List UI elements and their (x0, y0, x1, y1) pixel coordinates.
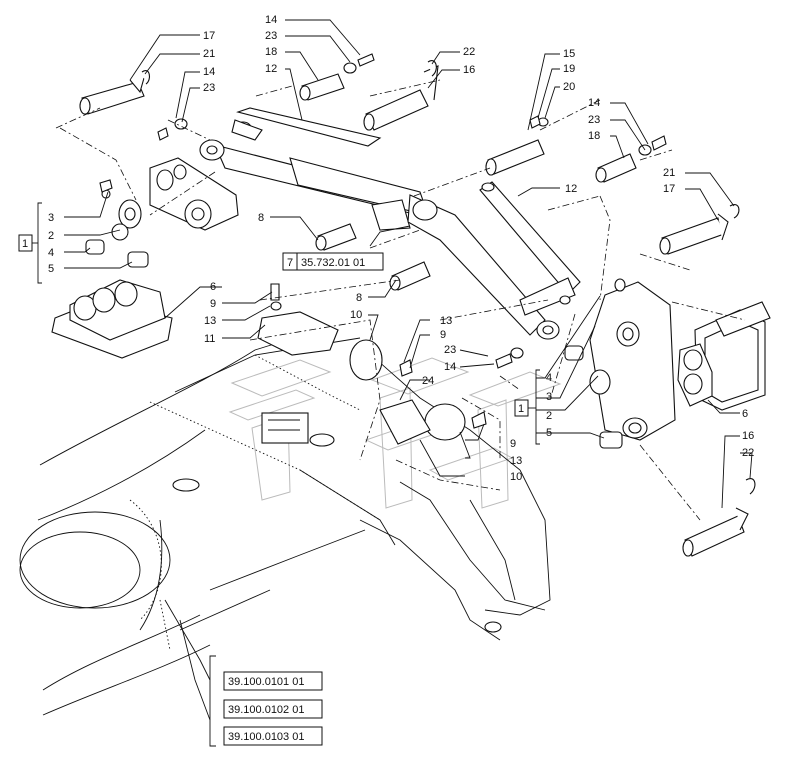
svg-text:1: 1 (22, 238, 28, 250)
callout-20: 20 (563, 81, 575, 93)
callout-19: 19 (563, 63, 575, 75)
callout-23: 23 (265, 30, 277, 42)
callout-5: 5 (48, 263, 54, 275)
centerlines (55, 79, 746, 521)
callout-3: 3 (48, 212, 54, 224)
right-mount-block (677, 309, 766, 411)
callout-5: 5 (546, 427, 552, 439)
callout-10: 10 (350, 309, 362, 321)
svg-text:39.100.0101 01: 39.100.0101 01 (228, 676, 304, 688)
hydraulic-cylinder (199, 139, 560, 340)
reference-box-39-100-0103: 39.100.0103 01 (223, 726, 323, 746)
svg-text:39.100.0103 01: 39.100.0103 01 (228, 731, 304, 743)
leader-lines (64, 19, 753, 721)
callout-6: 6 (210, 281, 216, 293)
callout-14: 14 (203, 66, 215, 78)
group-bracket-left (32, 202, 42, 284)
callout-9: 9 (440, 329, 446, 341)
callouts: 17 21 14 23 14 23 18 12 22 16 15 19 20 1… (48, 14, 754, 483)
callout-23: 23 (588, 114, 600, 126)
svg-text:35.732.01 01: 35.732.01 01 (301, 257, 365, 269)
reference-box-35-732: 35.732.01 01 (296, 252, 384, 271)
right-lever-plate (564, 278, 676, 449)
callout-11: 11 (204, 333, 215, 345)
callout-6: 6 (742, 408, 748, 420)
callout-21: 21 (663, 167, 675, 179)
ref-bracket (209, 655, 216, 747)
callout-13: 13 (204, 315, 216, 327)
callout-4: 4 (546, 372, 552, 384)
left-mount-block (51, 279, 173, 359)
callout-8: 8 (258, 212, 264, 224)
group-box-7: 7 (282, 252, 298, 271)
callout-14: 14 (588, 97, 600, 109)
callout-15: 15 (563, 48, 575, 60)
callout-16: 16 (463, 64, 475, 76)
callout-12: 12 (565, 183, 577, 195)
svg-text:39.100.0102 01: 39.100.0102 01 (228, 704, 304, 716)
callout-10: 10 (510, 471, 522, 483)
callout-13: 13 (440, 315, 452, 327)
callout-4: 4 (48, 247, 54, 259)
callout-8: 8 (356, 292, 362, 304)
svg-text:1: 1 (518, 403, 524, 415)
callout-3: 3 (546, 391, 552, 403)
callout-21: 21 (203, 48, 215, 60)
left-bracket (85, 157, 239, 268)
callout-12: 12 (265, 63, 277, 75)
callout-9: 9 (510, 438, 516, 450)
callout-22: 22 (463, 46, 475, 58)
group-box-1-left: 1 (18, 234, 33, 252)
callout-2: 2 (48, 230, 54, 242)
svg-text:7: 7 (287, 257, 293, 269)
callout-18: 18 (265, 46, 277, 58)
callout-24: 24 (422, 375, 434, 387)
callout-2: 2 (546, 410, 552, 422)
hardware (99, 53, 756, 495)
group-box-1-right: 1 (514, 399, 529, 417)
callout-16: 16 (742, 430, 754, 442)
reference-box-39-100-0102: 39.100.0102 01 (223, 699, 323, 719)
bar-12-right (479, 181, 581, 316)
callout-17: 17 (663, 183, 675, 195)
callout-14: 14 (444, 361, 456, 373)
bar-12-top (231, 107, 382, 147)
reference-box-39-100-0101: 39.100.0101 01 (223, 671, 323, 691)
callout-22: 22 (742, 447, 754, 459)
callout-17: 17 (203, 30, 215, 42)
group-bracket-right (528, 369, 540, 445)
callout-18: 18 (588, 130, 600, 142)
callout-13: 13 (510, 455, 522, 467)
callout-9: 9 (210, 298, 216, 310)
pins (79, 65, 749, 557)
callout-23: 23 (203, 82, 215, 94)
callout-23: 23 (444, 344, 456, 356)
upper-frame (19, 335, 551, 716)
callout-14: 14 (265, 14, 277, 26)
